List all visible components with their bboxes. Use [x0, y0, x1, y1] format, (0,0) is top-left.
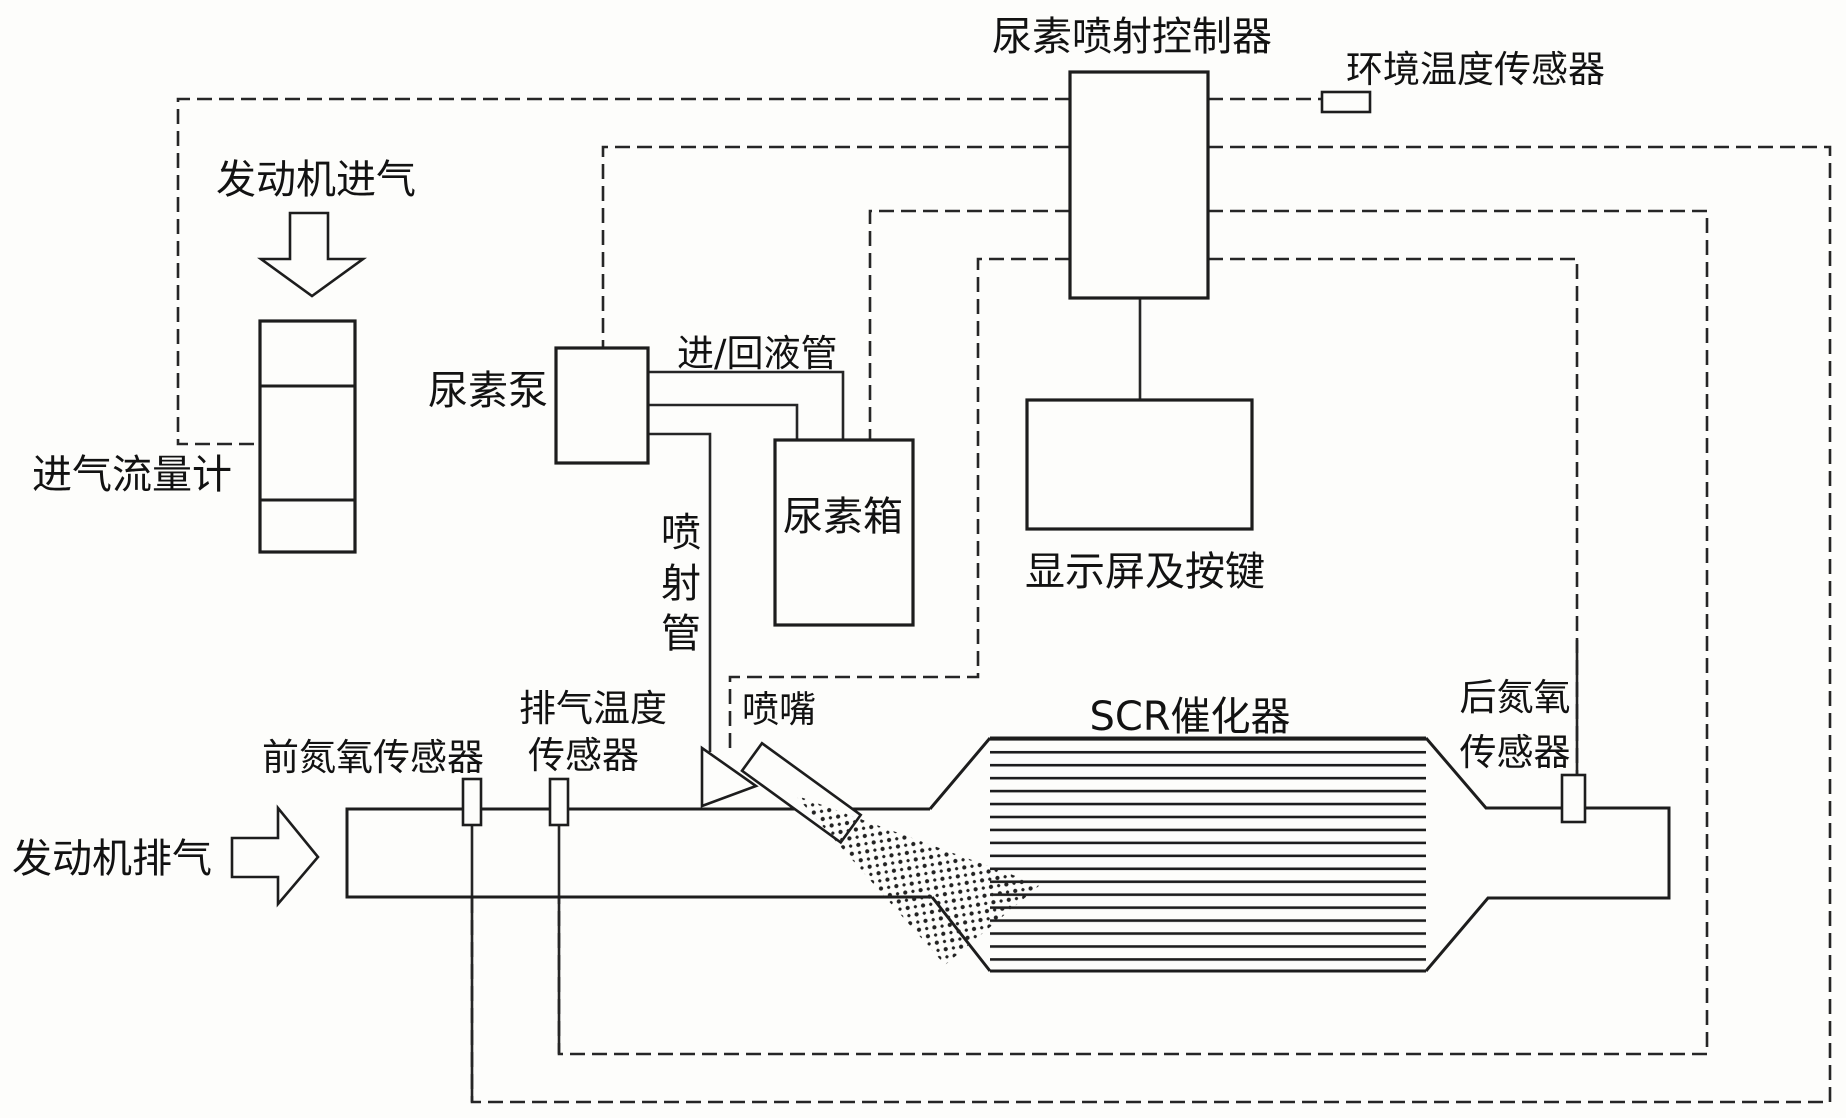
wire-controller-to-urea-tank — [868, 209, 1070, 440]
wire-controller-to-rear-nox — [1208, 257, 1579, 775]
rear-nox-sensor-body — [1560, 773, 1587, 824]
nozzle-assembly — [700, 741, 1040, 965]
wire-controller-to-flow-meter — [176, 97, 1070, 446]
display-box — [1025, 398, 1254, 531]
ambient-temp-sensor-body — [1320, 90, 1372, 114]
engine-intake-label: 发动机进气 — [216, 157, 416, 203]
exhaust-temp-label-line2: 传感器 — [528, 734, 639, 777]
injection-pipe-line — [648, 432, 712, 752]
exhaust-flow-arrow — [230, 804, 320, 908]
display-label: 显示屏及按键 — [1025, 549, 1265, 595]
urea-pump-box — [554, 346, 650, 465]
signal-wires — [176, 97, 1832, 1104]
exhaust-temp-sensor-body — [548, 777, 570, 827]
intake-flow-arrow — [256, 211, 368, 298]
front-nox-label: 前氮氧传感器 — [262, 736, 484, 779]
exhaust-cone-right-and-outlet — [1424, 737, 1671, 972]
rear-nox-label-line2: 传感器 — [1460, 731, 1571, 774]
nozzle-funnel — [700, 745, 759, 808]
exhaust-temp-label-line1: 排气温度 — [519, 687, 667, 730]
urea-injection-controller-box — [1068, 70, 1210, 300]
exhaust-line — [345, 736, 1671, 973]
wire-controller-to-urea-pump — [601, 145, 1070, 348]
wire-controller-to-nozzle — [728, 257, 1070, 750]
nozzle-label: 喷嘴 — [742, 688, 816, 731]
intake-flow-meter-label: 进气流量计 — [32, 452, 232, 498]
injection-pipe-char-3: 管 — [661, 611, 701, 657]
scr-catalyst-core — [990, 738, 1426, 971]
urea-tank-label: 尿素箱 — [783, 494, 903, 540]
ambient-temp-sensor-label: 环境温度传感器 — [1346, 48, 1605, 91]
return-pipe-2 — [648, 403, 799, 440]
front-nox-sensor-body — [461, 777, 483, 827]
return-pipe-1 — [648, 370, 845, 440]
urea-tank-box — [773, 438, 915, 627]
inlet-return-pipe-label: 进/回液管 — [677, 332, 837, 375]
injection-pipe-char-1: 喷 — [661, 510, 701, 556]
spray-pattern — [795, 795, 1040, 965]
rear-nox-label-line1: 后氮氧 — [1460, 676, 1571, 719]
exhaust-pipe-inlet — [345, 807, 932, 899]
intake-flow-meter-box — [258, 319, 357, 554]
controller-label: 尿素喷射控制器 — [992, 14, 1272, 60]
urea-pump-label: 尿素泵 — [428, 368, 548, 414]
urea-pipes — [648, 370, 845, 752]
engine-exhaust-label: 发动机排气 — [12, 836, 212, 882]
injection-pipe-char-2: 射 — [661, 561, 701, 607]
scr-catalyst-label: SCR催化器 — [1089, 694, 1290, 740]
